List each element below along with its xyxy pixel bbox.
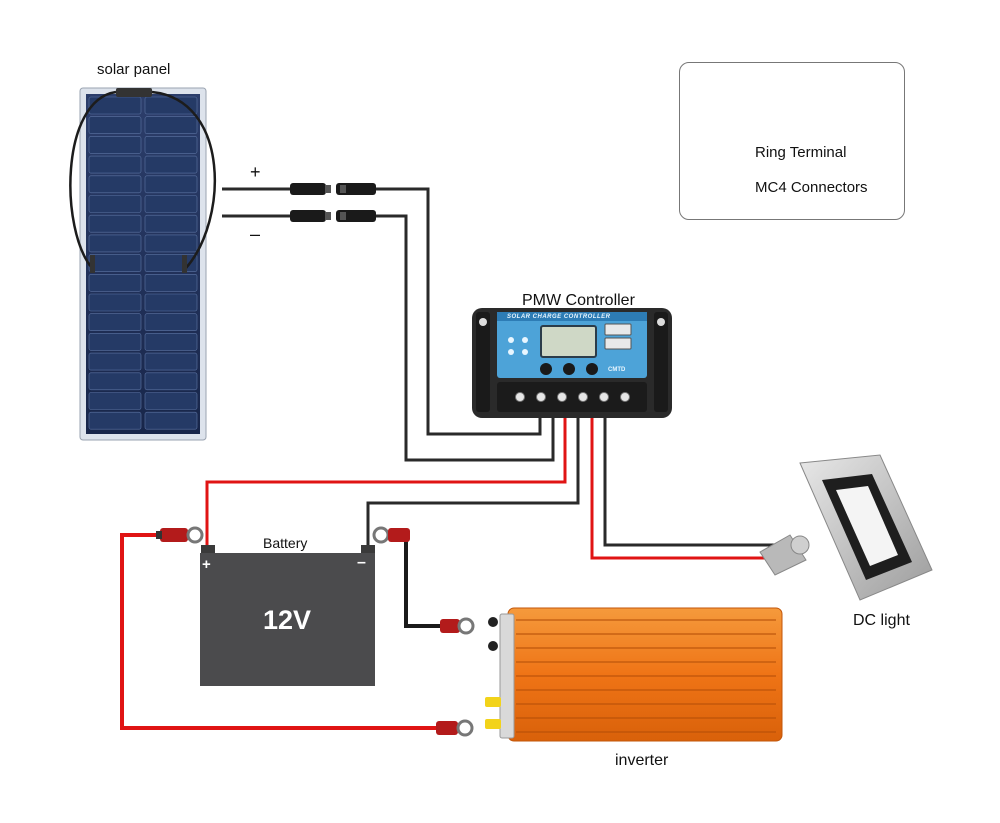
solar-cell: [144, 333, 198, 351]
solar-cell: [88, 96, 142, 115]
solar-cell: [144, 155, 198, 174]
solar-cell: [144, 136, 198, 154]
solar-cell: [144, 214, 198, 233]
solar-cell: [88, 352, 142, 371]
terminal-screw: [599, 392, 609, 402]
terminal-screw: [578, 392, 588, 402]
mc4-connector-pair-bottom: [290, 210, 376, 222]
negative-symbol: –: [250, 224, 261, 244]
solar-cell: [88, 333, 142, 351]
solar-cell: [144, 195, 198, 213]
controller-button-1: [540, 363, 552, 375]
solar-cell: [88, 116, 142, 134]
mc4-connector-pair-top: [290, 183, 376, 195]
solar-cell: [88, 234, 142, 253]
panel-cable-right: [151, 90, 216, 269]
battery-positive-symbol: +: [202, 556, 211, 573]
lcd-screen: [540, 325, 597, 358]
solar-cell: [88, 392, 142, 410]
solar-cell: [88, 372, 142, 391]
terminal-screw: [620, 392, 630, 402]
solar-cell: [144, 273, 198, 292]
solar-cell: [144, 392, 198, 410]
solar-cell: [88, 136, 142, 154]
solar-cell: [144, 116, 198, 134]
solar-cell: [88, 313, 142, 332]
dc-flood-light: [759, 454, 933, 601]
legend-ring-terminal-label: Ring Terminal: [755, 144, 847, 161]
solar-cell: [88, 273, 142, 292]
solar-cell: [144, 411, 198, 430]
legend-mc4-label: MC4 Connectors: [755, 179, 868, 196]
solar-cell: [88, 254, 142, 272]
charge-controller: [472, 308, 672, 418]
panel-to-controller-wires: [222, 187, 555, 462]
pv-positive-wire: [376, 187, 542, 436]
battery-positive-wire: [205, 418, 567, 548]
ring-terminal-battery-positive: [156, 526, 204, 544]
terminal-screws: [515, 392, 630, 402]
inverter-label: inverter: [615, 752, 669, 769]
solar-cell: [144, 175, 198, 194]
solar-cell: [144, 372, 198, 391]
solar-cell: [144, 352, 198, 371]
pv-negative-wire: [376, 214, 555, 462]
controller-label: PMW Controller: [522, 292, 635, 309]
positive-symbol: +: [250, 162, 261, 182]
terminal-screw: [536, 392, 546, 402]
ring-terminal-battery-negative: [372, 526, 410, 544]
solar-cell: [144, 293, 198, 312]
inverter-positive-wire: [120, 533, 436, 730]
ring-terminal-inverter-positive: [436, 719, 474, 737]
solar-cell: [144, 234, 198, 253]
junction-box: [116, 88, 152, 97]
battery-negative-wire: [366, 418, 580, 548]
solar-cell: [88, 411, 142, 430]
inverter-fins: [516, 619, 776, 733]
battery-voltage: 12V: [263, 605, 312, 635]
solar-cell: [144, 313, 198, 332]
controller-brand-text: CMTD: [608, 367, 626, 373]
legend-box: [679, 62, 905, 220]
battery-negative-symbol: –: [357, 554, 366, 571]
inverter: [485, 607, 783, 742]
solar-panel-label: solar panel: [97, 61, 171, 78]
dc-light-label: DC light: [853, 612, 910, 629]
panel-cable-left: [69, 90, 117, 269]
solar-panel: [69, 87, 216, 441]
inverter-negative-wire: [404, 535, 440, 628]
solar-cell: [88, 293, 142, 312]
controller-faceplate-text: SOLAR CHARGE CONTROLLER: [507, 314, 611, 320]
ring-terminal-inverter-negative: [440, 617, 475, 635]
solar-cells: [88, 96, 198, 430]
solar-cell: [88, 175, 142, 194]
light-lens: [836, 486, 898, 566]
load-negative-wire: [603, 418, 780, 547]
battery: [200, 545, 375, 686]
terminal-screw: [557, 392, 567, 402]
solar-cell: [88, 155, 142, 174]
usb-port-1: [604, 323, 632, 336]
usb-port-2: [604, 337, 632, 350]
terminal-screw: [515, 392, 525, 402]
controller-terminal-block: [497, 382, 647, 412]
battery-label: Battery: [263, 535, 308, 551]
controller-button-3: [586, 363, 598, 375]
solar-cell: [88, 195, 142, 213]
solar-cell: [144, 96, 198, 115]
load-positive-wire: [590, 418, 780, 560]
controller-button-2: [563, 363, 575, 375]
solar-cell: [88, 214, 142, 233]
